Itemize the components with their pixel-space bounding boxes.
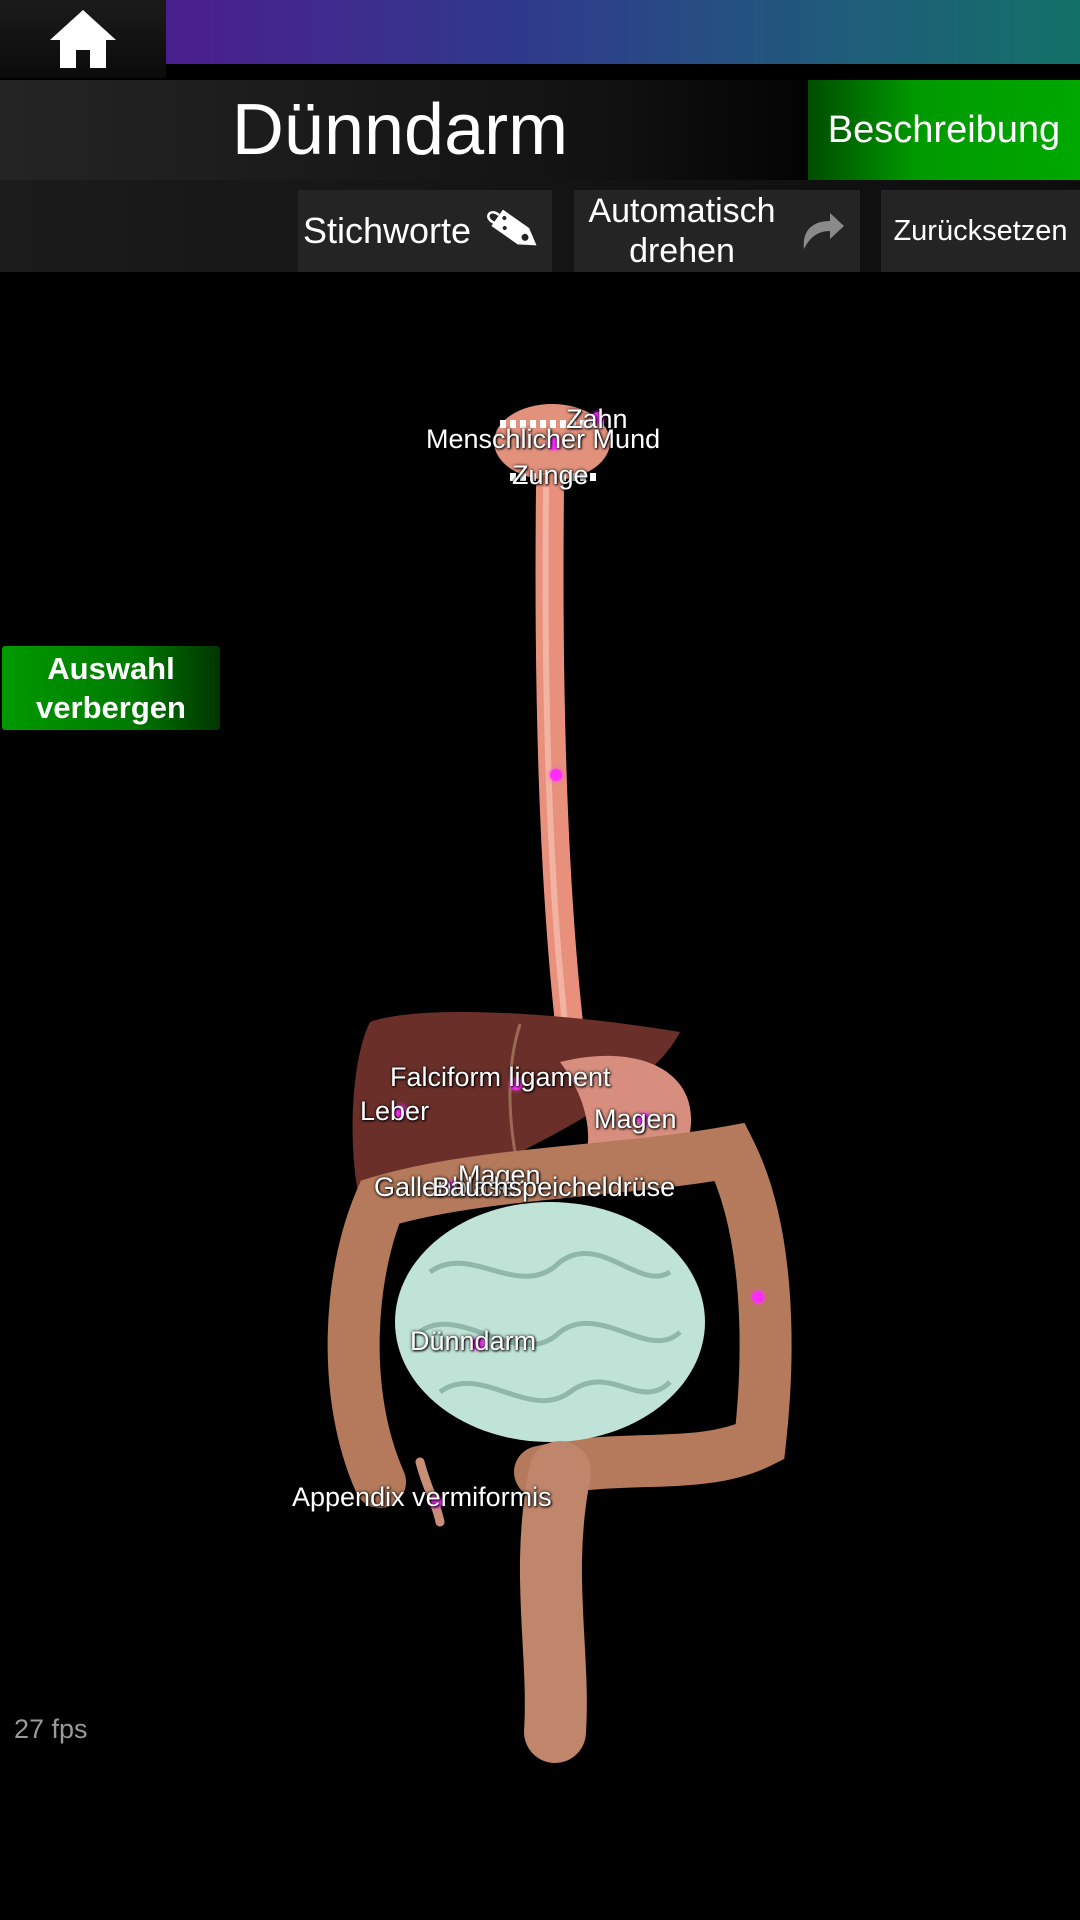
pin-esophagus[interactable]	[550, 769, 562, 781]
rotate-arrow-icon	[803, 213, 844, 249]
fps-counter: 27 fps	[14, 1714, 88, 1744]
pin-small-intestine[interactable]	[472, 1338, 484, 1350]
keywords-label: Stichworte	[302, 210, 472, 251]
pin-tooth[interactable]	[592, 412, 604, 424]
reset-button[interactable]: Zurücksetzen	[881, 190, 1080, 272]
description-button[interactable]: Beschreibung	[808, 80, 1080, 180]
home-icon	[50, 10, 116, 68]
pin-stomach[interactable]	[638, 1113, 650, 1125]
top-bar	[0, 0, 1080, 80]
pin-mouth[interactable]	[548, 438, 560, 450]
digestive-system-model[interactable]	[0, 272, 1080, 1920]
tag-icon	[487, 209, 537, 246]
pin-falciform[interactable]	[510, 1078, 522, 1090]
label-stomach-right[interactable]: Magen	[594, 1104, 677, 1134]
keywords-button[interactable]: Stichworte	[298, 190, 552, 272]
label-stomach-center[interactable]: Magen	[458, 1160, 541, 1190]
label-pancreas[interactable]: Bauchspeicheldrüse	[432, 1172, 676, 1202]
pin-appendix[interactable]	[430, 1496, 442, 1508]
pin-gallbladder[interactable]	[446, 1181, 458, 1193]
pin-liver[interactable]	[394, 1105, 406, 1117]
label-tooth[interactable]: Zahn	[566, 404, 628, 434]
label-gallbladder[interactable]: Gallenblase	[374, 1172, 517, 1202]
home-button[interactable]	[0, 0, 166, 78]
label-small-intestine[interactable]: Dünndarm	[410, 1326, 537, 1356]
pin-colon[interactable]	[752, 1291, 764, 1303]
label-falciform-ligament[interactable]: Falciform ligament	[390, 1062, 611, 1092]
toolbar: Stichworte Automatisch drehen Zurücksetz…	[0, 180, 1080, 272]
page-title: Dünndarm	[231, 90, 569, 170]
label-liver[interactable]: Leber	[360, 1096, 430, 1126]
auto-rotate-label: Automatisch drehen	[588, 192, 776, 270]
auto-rotate-button[interactable]: Automatisch drehen	[574, 190, 860, 272]
title-bar: Dünndarm Beschreibung	[0, 80, 1080, 180]
3d-viewport[interactable]: Zahn Menschlicher Mund Zunge Falciform l…	[0, 272, 1080, 1920]
label-mouth[interactable]: Menschlicher Mund	[426, 424, 661, 454]
label-tongue[interactable]: Zunge	[512, 460, 589, 490]
label-appendix[interactable]: Appendix vermiformis	[292, 1482, 552, 1512]
header-gradient-strip	[166, 0, 1080, 64]
hide-selection-button[interactable]: Auswahl verbergen	[2, 646, 220, 730]
